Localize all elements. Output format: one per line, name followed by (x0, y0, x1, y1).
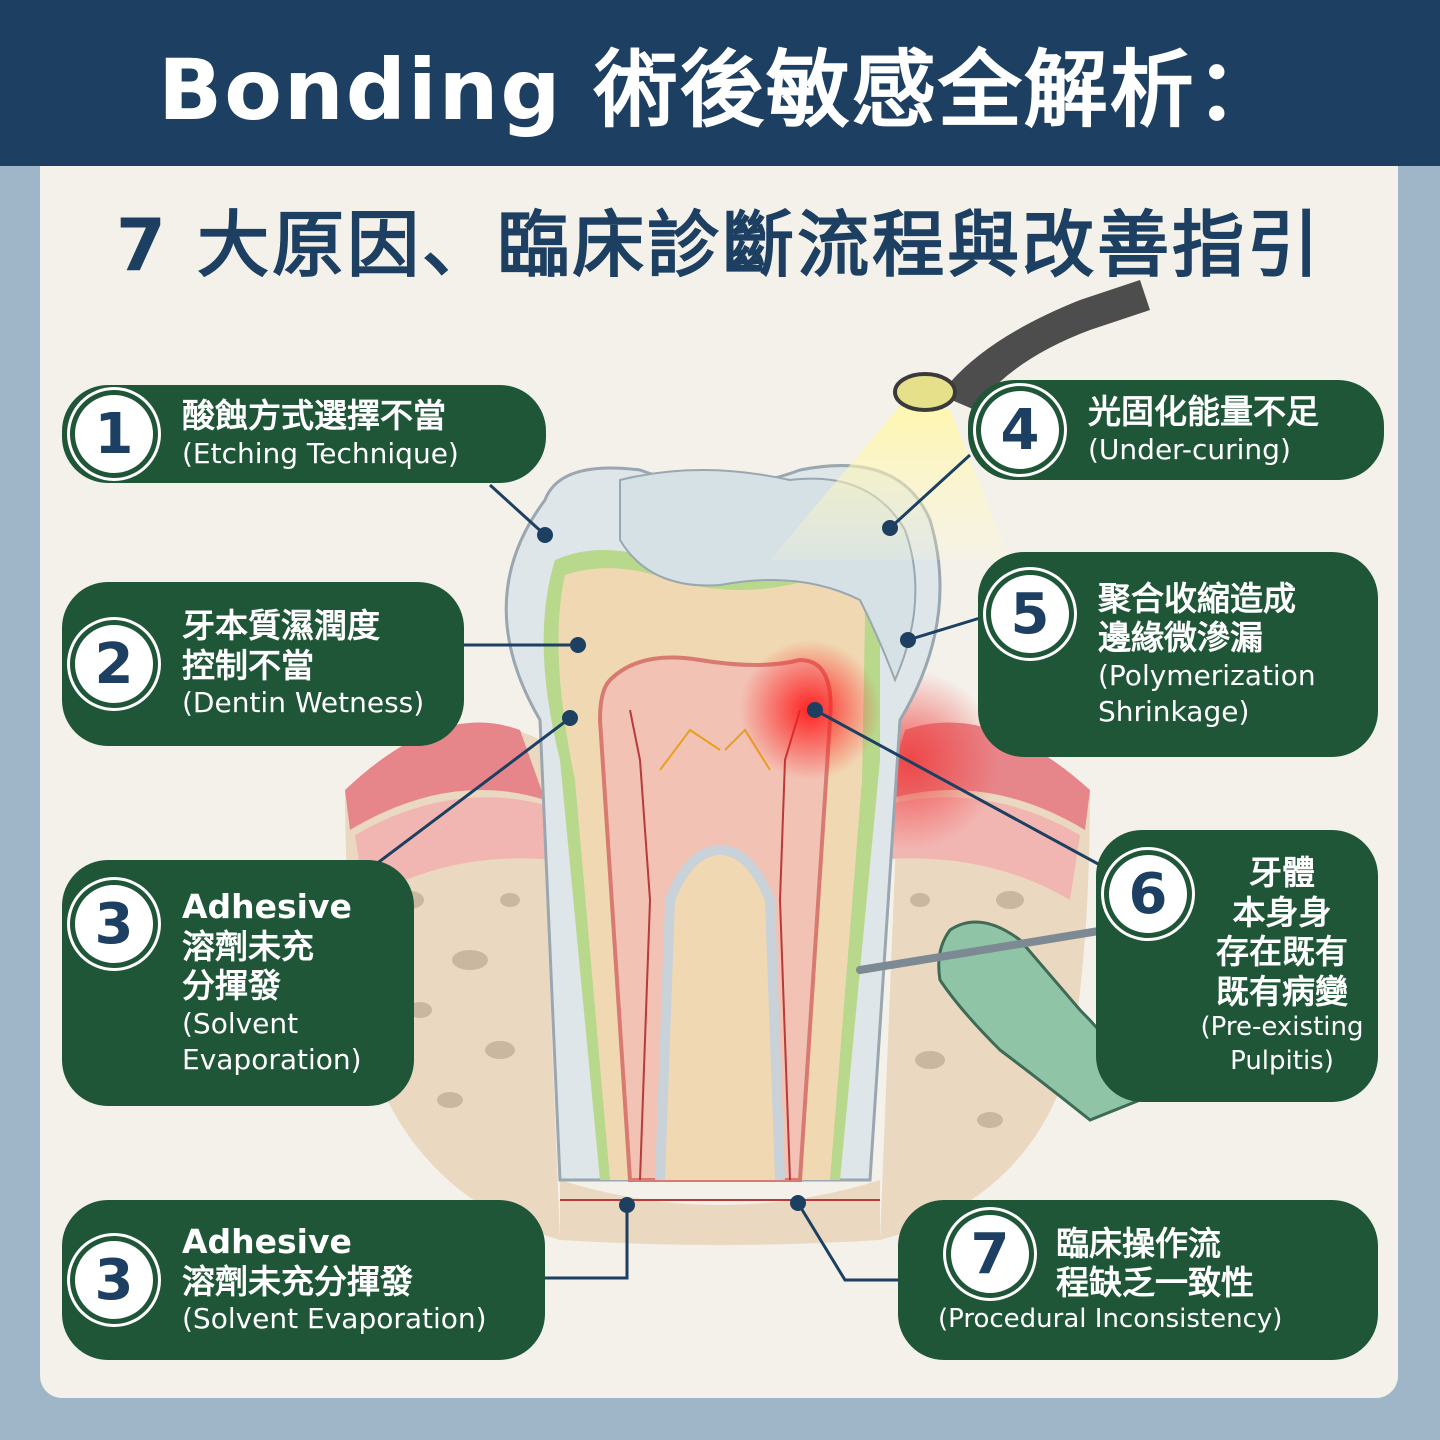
cause-number-badge: 5 (986, 570, 1074, 658)
cause-number-badge: 4 (976, 386, 1064, 474)
cause-title-line: 牙體 (1249, 853, 1315, 893)
cause-title-line: 聚合收縮造成 (1098, 578, 1296, 618)
cause-title-line: 本身身 (1232, 892, 1332, 932)
cause-2-callout: 2 牙本質濕潤度 控制不當 (Dentin Wetness) (62, 582, 464, 746)
cause-subtitle-line: Evaporation) (182, 1043, 362, 1077)
cause-title-line: 既有病變 (1216, 971, 1348, 1011)
cause-number-badge: 2 (70, 620, 158, 708)
cause-subtitle-line: Pulpitis) (1230, 1046, 1334, 1077)
cause-1-callout: 1 酸蝕方式選擇不當 (Etching Technique) (62, 385, 546, 483)
cause-title: 酸蝕方式選擇不當 (182, 396, 446, 435)
cause-title-line: 溶劑未充 (182, 926, 314, 966)
cause-subtitle: (Solvent Evaporation) (182, 1302, 487, 1336)
cause-4-callout: 4 光固化能量不足 (Under-curing) (968, 380, 1384, 480)
cause-7-callout: 7 臨床操作流 程缺乏一致性 (Procedural Inconsistency… (898, 1200, 1378, 1360)
page-title: Bonding 術後敏感全解析： (158, 40, 1282, 139)
cause-title: 光固化能量不足 (1088, 392, 1319, 431)
cause-number-badge: 7 (946, 1210, 1034, 1298)
cause-title-line: 邊緣微滲漏 (1098, 618, 1263, 658)
cause-title-line: 存在既有 (1216, 932, 1348, 972)
cause-title-line: 程缺乏一致性 (1056, 1263, 1254, 1303)
cause-title-line: 控制不當 (182, 645, 314, 685)
cause-6-callout: 6 牙體 本身身 存在既有 既有病變 (Pre-existing Pulpiti… (1096, 830, 1378, 1102)
cause-subtitle: (Procedural Inconsistency) (938, 1303, 1283, 1334)
leader-dots (537, 520, 916, 1213)
cause-subtitle: (Etching Technique) (182, 436, 459, 470)
cause-number-badge: 1 (70, 390, 158, 478)
cause-number-badge: 3 (70, 880, 158, 968)
title-bar: Bonding 術後敏感全解析： (0, 0, 1440, 166)
cause-number-badge: 6 (1104, 850, 1192, 938)
cause-subtitle-line: Shrinkage) (1098, 695, 1250, 729)
cause-title-line: 分揮發 (182, 966, 281, 1006)
dental-explorer-hand-icon (856, 920, 1142, 1122)
cause-subtitle: (Under-curing) (1088, 432, 1291, 466)
cause-3-callout: 3 Adhesive 溶劑未充 分揮發 (Solvent Evaporation… (62, 860, 414, 1106)
cause-subtitle-line: (Polymerization (1098, 658, 1316, 692)
page-subtitle: 7 大原因、臨床診斷流程與改善指引 (115, 203, 1323, 287)
cause-3-bottom-callout: 3 Adhesive 溶劑未充分揮發 (Solvent Evaporation) (62, 1200, 545, 1360)
curing-light-icon (770, 280, 1150, 560)
cause-subtitle-line: (Pre-existing (1200, 1012, 1364, 1043)
cause-5-callout: 5 聚合收縮造成 邊緣微滲漏 (Polymerization Shrinkage… (978, 552, 1378, 757)
leader-lines (354, 453, 1101, 1282)
tooth (504, 464, 942, 1201)
cause-number-badge: 3 (70, 1236, 158, 1324)
cause-title-line: 溶劑未充分揮發 (182, 1261, 413, 1301)
cause-subtitle: (Dentin Wetness) (182, 686, 425, 720)
cause-title-line: 牙本質濕潤度 (182, 606, 380, 646)
cause-title-line: 臨床操作流 (1056, 1223, 1221, 1263)
cause-title-line: Adhesive (182, 887, 352, 927)
cause-title-line: Adhesive (182, 1222, 352, 1262)
cause-subtitle-line: (Solvent (182, 1007, 299, 1040)
